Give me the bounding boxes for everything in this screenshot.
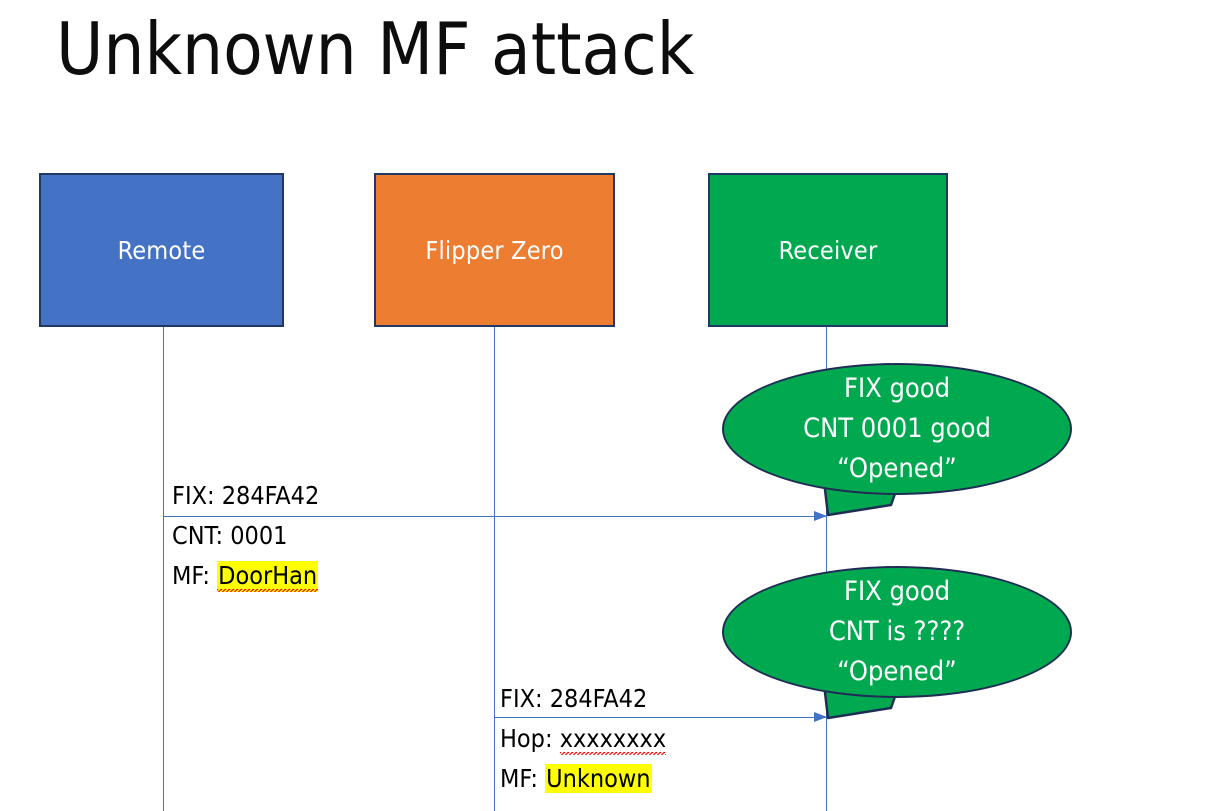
- bubble-1-line-1: FIX good: [843, 373, 951, 404]
- actor-box-flipper-zero[interactable]: Flipper Zero: [374, 173, 615, 327]
- page-title: Unknown MF attack: [56, 7, 695, 91]
- message-2-line-3: MF: Unknown: [500, 759, 666, 799]
- bubble-2-line-2: CNT is ????: [828, 616, 966, 647]
- lifeline-remote: [163, 327, 164, 811]
- message-arrow-flipper-to-receiver: [494, 712, 827, 722]
- message-2-line-1-value: 284FA42: [549, 684, 648, 713]
- bubble-1-line-3: “Opened”: [837, 453, 957, 484]
- bubble-2-line-1: FIX good: [843, 576, 951, 607]
- speech-bubble-receiver-2: FIX good CNT is ???? “Opened”: [722, 566, 1072, 720]
- actor-box-receiver[interactable]: Receiver: [708, 173, 948, 327]
- message-2-line-1: FIX: 284FA42: [500, 679, 666, 719]
- speech-bubble-body-1: FIX good CNT 0001 good “Opened”: [722, 363, 1072, 495]
- lifeline-flipper: [494, 327, 495, 811]
- actor-label-receiver: Receiver: [778, 235, 878, 265]
- message-2-line-1-prefix: FIX:: [500, 684, 550, 713]
- message-2-line-2-value: xxxxxxxx: [559, 724, 667, 755]
- message-1-line-1-value: 284FA42: [221, 481, 320, 510]
- message-2-line-2: Hop: xxxxxxxx: [500, 719, 667, 759]
- message-1-line-1: FIX: 284FA42: [172, 476, 319, 516]
- message-1-line-3-value-highlighted: DoorHan: [217, 561, 319, 592]
- actor-box-remote[interactable]: Remote: [39, 173, 284, 327]
- speech-bubble-receiver-1: FIX good CNT 0001 good “Opened”: [722, 363, 1072, 517]
- speech-bubble-body-2: FIX good CNT is ???? “Opened”: [722, 566, 1072, 698]
- actor-label-remote: Remote: [117, 235, 206, 265]
- message-1-line-2: CNT: 0001: [172, 516, 319, 556]
- message-2-line-3-value-highlighted: Unknown: [545, 764, 652, 793]
- message-label-2: FIX: 284FA42 Hop: xxxxxxxx MF: Unknown: [500, 679, 667, 799]
- bubble-1-line-2: CNT 0001 good: [803, 413, 991, 444]
- message-arrow-remote-to-receiver: [163, 511, 827, 521]
- actor-label-flipper-zero: Flipper Zero: [425, 235, 564, 265]
- message-2-line-2-prefix: Hop:: [500, 724, 560, 753]
- message-label-1: FIX: 284FA42 CNT: 0001 MF: DoorHan: [172, 476, 319, 596]
- message-1-line-3: MF: DoorHan: [172, 556, 319, 596]
- bubble-2-line-3: “Opened”: [837, 656, 957, 687]
- message-1-line-2-value: 0001: [230, 521, 288, 550]
- message-1-line-1-prefix: FIX:: [172, 481, 222, 510]
- message-2-line-3-prefix: MF:: [500, 764, 546, 793]
- message-1-line-3-prefix: MF:: [172, 561, 218, 590]
- message-1-line-2-prefix: CNT:: [172, 521, 231, 550]
- lifeline-receiver: [826, 327, 827, 811]
